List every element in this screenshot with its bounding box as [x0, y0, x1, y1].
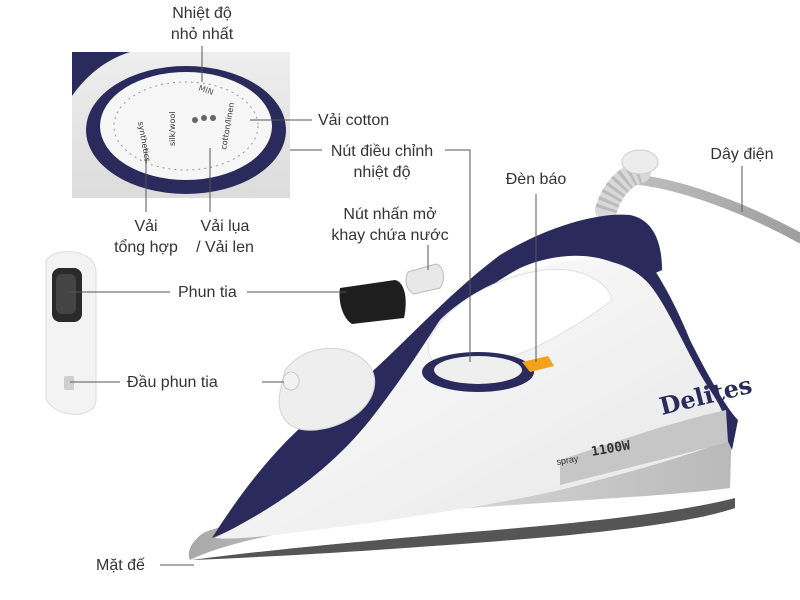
label-synthetic-line2: tổng hợp: [114, 239, 178, 256]
dial-dot-3: [210, 115, 216, 121]
tank-open-button: [405, 263, 444, 295]
spray-inset: [45, 251, 97, 415]
spray-button-top: [56, 274, 76, 314]
indicator-light: [522, 356, 554, 372]
label-silk-wool-line1: Vải lụa: [200, 218, 250, 235]
dial-silk-wool-label: silk/wool: [168, 112, 177, 147]
label-soleplate: Mặt đế: [96, 555, 145, 576]
label-min-temp-line1: Nhiệt độ: [172, 5, 232, 22]
label-cotton-text: Vải cotton: [318, 112, 390, 129]
soleplate-bottom: [192, 498, 735, 560]
label-spray-text: Phun tia: [178, 284, 237, 301]
label-spray-nozzle: Đầu phun tia: [127, 372, 218, 393]
iron-spray-text: spray: [556, 453, 580, 467]
leader-lines: [66, 46, 743, 566]
dial-face: [100, 72, 272, 180]
label-spray: Phun tia: [178, 282, 237, 303]
dial-inset-iron-edge: [72, 52, 130, 96]
label-power-cord-text: Dây điện: [710, 146, 774, 163]
label-silk-wool-line2: / Vải len: [196, 239, 254, 256]
label-tank-button-line1: Nút nhấn mở: [343, 206, 437, 223]
cord-plug-end: [621, 149, 659, 175]
spray-nozzle-front: [282, 371, 300, 391]
iron-wattage: 1100W: [590, 438, 631, 460]
label-min-temp: Nhiệt độ nhỏ nhất: [152, 3, 252, 45]
iron-navy-band: [212, 214, 662, 538]
label-temp-knob: Nút điều chỉnh nhiệt độ: [322, 141, 442, 183]
label-cotton: Vải cotton: [318, 110, 389, 131]
dial-dots: [113, 81, 259, 171]
label-tank-button: Nút nhấn mở khay chứa nước: [325, 204, 455, 246]
temp-dial-face: [434, 356, 522, 384]
iron-spray-button: [339, 280, 406, 324]
dial-dot-1: [192, 117, 198, 123]
label-spray-nozzle-text: Đầu phun tia: [127, 374, 218, 391]
label-indicator: Đèn báo: [496, 169, 576, 190]
cord-wire: [635, 175, 800, 243]
label-temp-knob-line1: Nút điều chỉnh: [330, 143, 434, 160]
label-temp-knob-line2: nhiệt độ: [353, 164, 411, 181]
iron-front-nose: [278, 347, 376, 431]
label-power-cord: Dây điện: [692, 144, 792, 165]
dial-inset: MIN synthetics silk/wool cotton/linen: [72, 52, 290, 198]
iron: Delites spray 1100W: [188, 214, 755, 560]
label-synthetic-line1: Vải: [134, 218, 158, 235]
spray-nozzle: [64, 376, 74, 390]
label-min-temp-line2: nhỏ nhất: [170, 26, 234, 43]
label-indicator-text: Đèn báo: [505, 171, 567, 188]
label-silk-wool: Vải lụa / Vải len: [180, 216, 270, 258]
label-soleplate-text: Mặt đế: [96, 557, 145, 574]
label-tank-button-line2: khay chứa nước: [331, 227, 449, 244]
leader-temp-knob-body: [445, 149, 471, 362]
dial-dot-2: [201, 115, 207, 121]
power-cord: [595, 149, 800, 243]
label-synthetic: Vải tổng hợp: [101, 216, 191, 258]
iron-silver-trim: [560, 410, 728, 485]
